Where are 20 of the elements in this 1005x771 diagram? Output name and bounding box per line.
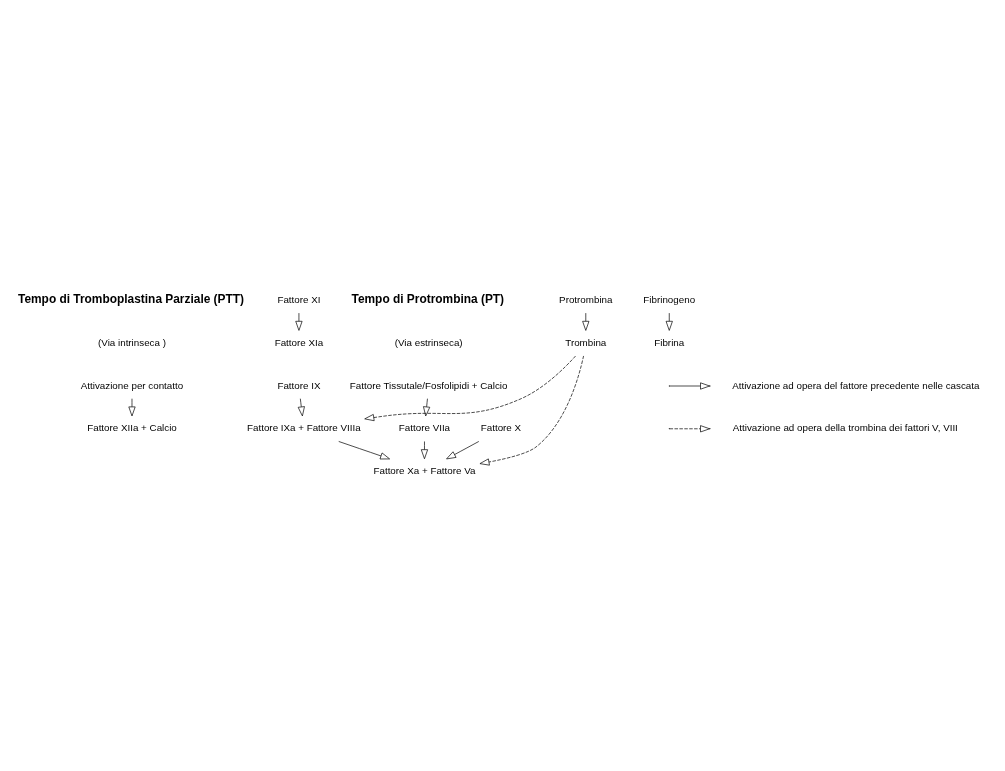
node-text: Attivazione per contatto xyxy=(80,379,184,391)
node-text: Trombina xyxy=(565,336,607,348)
node-text: Fattore Xa + Fattore Va xyxy=(373,464,476,476)
label: Tempo di Protrombina (PT) xyxy=(351,291,505,306)
label: (Via estrinseca) xyxy=(394,336,463,348)
node-text: Fibrinogeno xyxy=(643,293,696,305)
node-text: Fattore IXa + Fattore VIIIa xyxy=(247,421,361,433)
legend-label: Attivazione ad opera del fattore precedente nelle cascata xyxy=(732,379,980,391)
node-text: Protrombina xyxy=(559,293,613,305)
node-text: Fattore VIIa xyxy=(398,421,451,433)
node-text: Fattore XI xyxy=(277,293,321,305)
node-text: Fibrina xyxy=(654,336,685,348)
node-text: Fattore Tissutale/Fosfolipidi + Calcio xyxy=(349,379,508,391)
node-text: Fattore X xyxy=(480,421,522,433)
legend-label: Attivazione ad opera della trombina dei fattori V, VIII xyxy=(732,421,958,433)
node-text: Fattore IX xyxy=(277,379,321,391)
node-text: Fattore XIa xyxy=(274,336,324,348)
label: Tempo di Tromboplastina Parziale (PTT) xyxy=(18,291,245,306)
label: (Via intrinseca ) xyxy=(98,336,166,348)
node-text: Fattore XIIa + Calcio xyxy=(87,421,177,433)
